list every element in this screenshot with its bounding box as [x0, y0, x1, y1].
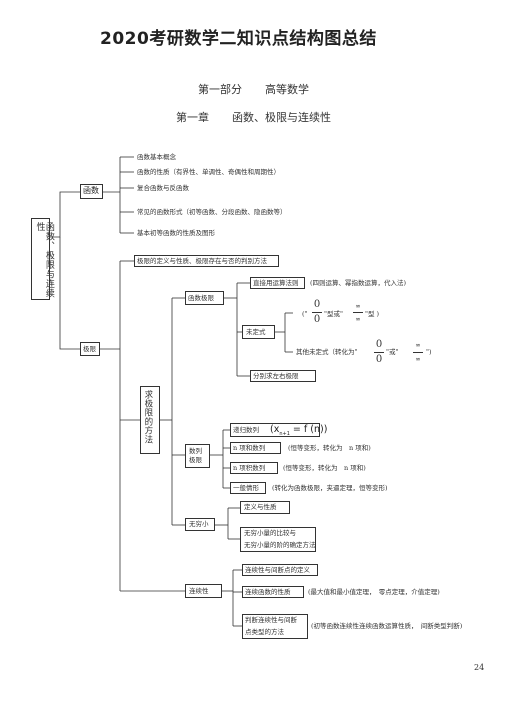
- other-indeterminate: 其他未定式（转化为": [296, 348, 358, 356]
- fraction-denominator: ∞: [415, 355, 421, 363]
- n-sum-sequence: n 项和数列: [233, 444, 266, 452]
- limit-definition: 极限的定义与性质、极限存在与否的判别方法: [137, 257, 267, 265]
- indeterminate-type-close: "型 ): [365, 310, 380, 318]
- infinitesimal-label: 无穷小: [189, 520, 209, 528]
- sequence-limit-box: [185, 444, 210, 468]
- general-case-note: (转化为函数极限，夹逼定理，恒等变形): [272, 484, 388, 492]
- fraction-denominator: ∞: [355, 315, 361, 323]
- one-sided-limit: 分别求左右极限: [253, 372, 299, 380]
- infinitesimal-compare-box: [240, 527, 316, 552]
- methods-label: 求极限的方法: [142, 390, 153, 444]
- functions-item: 常见的函数形式（初等函数、分段函数、隐函数等）: [137, 208, 287, 216]
- chapter-label: 第一章: [176, 111, 209, 124]
- n-product-note: (恒等变形，转化为 n 项和): [283, 464, 366, 472]
- part-name: 高等数学: [265, 83, 309, 96]
- infinitesimal-compare-line1: 无穷小量的比较与: [244, 529, 296, 537]
- fraction-numerator: 0: [375, 339, 383, 350]
- limit-definition-box: [134, 255, 279, 267]
- fraction-denominator: 0: [375, 354, 383, 365]
- infinitesimal-def-box: [240, 501, 290, 514]
- fraction-numerator: ∞: [415, 341, 421, 349]
- one-sided-box: [250, 370, 316, 382]
- direct-rule-box: [250, 277, 305, 289]
- document-title: 2020考研数学二知识点结构图总结: [100, 29, 377, 49]
- limits-label: 极限: [83, 345, 96, 353]
- general-case: 一般情形: [233, 484, 259, 492]
- page-number: 24: [474, 663, 485, 672]
- functions-item: 基本初等函数的性质及图形: [137, 229, 215, 237]
- continuity-box: [185, 584, 222, 598]
- continuity-judge-line1: 判断连续性与间断: [245, 616, 297, 624]
- infinitesimal-compare-line2: 无穷小量的阶的确定方法: [244, 541, 316, 549]
- fraction-bar: [413, 352, 423, 353]
- continuity-properties-box: [242, 586, 304, 598]
- n-product-sequence: n 项积数列: [233, 464, 266, 472]
- indeterminate-type-mid: "型或": [324, 310, 343, 318]
- function-limit-label: 函数极限: [188, 294, 214, 302]
- recursive-formula: (xn+1 = f (n)): [270, 424, 328, 437]
- continuity-judge-note: (初等函数连续性连续函数运算性质， 间断类型判断): [311, 622, 463, 630]
- direct-rule: 直接用运算法则: [253, 279, 299, 287]
- fraction-numerator: 0: [313, 299, 321, 310]
- general-case-box: [230, 482, 266, 494]
- functions-label: 函数: [83, 186, 99, 195]
- recursive-sequence: 递归数列: [233, 426, 259, 434]
- continuity-properties: 连续函数的性质: [245, 588, 291, 596]
- direct-rule-note: (四则运算、幂指数运算，代入法): [310, 279, 407, 287]
- continuity-definition: 连续性与间断点的定义: [245, 566, 310, 574]
- limits-box: [80, 342, 100, 356]
- functions-item: 函数基本概念: [137, 153, 176, 161]
- root-label: 函数、极限与连续性: [34, 222, 54, 298]
- function-limit-box: [185, 291, 224, 305]
- fraction-bar: [312, 312, 322, 313]
- functions-box: [80, 184, 103, 199]
- chapter-name: 函数、极限与连续性: [232, 111, 331, 124]
- n-sum-note: (恒等变形，转化为 n 项和): [288, 444, 371, 452]
- sequence-limit-label: 数列极限: [189, 447, 202, 464]
- n-product-box: [230, 462, 278, 474]
- n-sum-box: [230, 442, 281, 454]
- fraction-bar: [353, 312, 363, 313]
- indeterminate-type-open: (": [302, 310, 308, 318]
- other-indeterminate-close: "): [426, 348, 432, 356]
- indeterminate-box: [242, 325, 275, 339]
- root-box: [31, 218, 50, 300]
- continuity-properties-note: (最大值和最小值定理， 零点定理，介值定理): [308, 588, 440, 596]
- infinitesimal-definition: 定义与性质: [244, 503, 277, 511]
- indeterminate-label: 未定式: [246, 328, 266, 336]
- recursive-box: [230, 423, 320, 437]
- part-label: 第一部分: [198, 83, 242, 96]
- other-indeterminate-mid: "或": [386, 348, 399, 356]
- functions-item: 函数的性质（有界性、单调性、奇偶性和周期性）: [137, 168, 280, 176]
- continuity-judge-line2: 点类型的方法: [245, 628, 284, 636]
- fraction-denominator: 0: [313, 314, 321, 325]
- continuity-judge-box: [242, 614, 308, 639]
- fraction-bar: [374, 352, 384, 353]
- continuity-label: 连续性: [189, 587, 209, 595]
- fraction-numerator: ∞: [355, 302, 361, 310]
- continuity-def-box: [242, 564, 318, 576]
- functions-item: 复合函数与反函数: [137, 184, 189, 192]
- methods-box: [140, 386, 160, 454]
- infinitesimal-box: [185, 518, 215, 531]
